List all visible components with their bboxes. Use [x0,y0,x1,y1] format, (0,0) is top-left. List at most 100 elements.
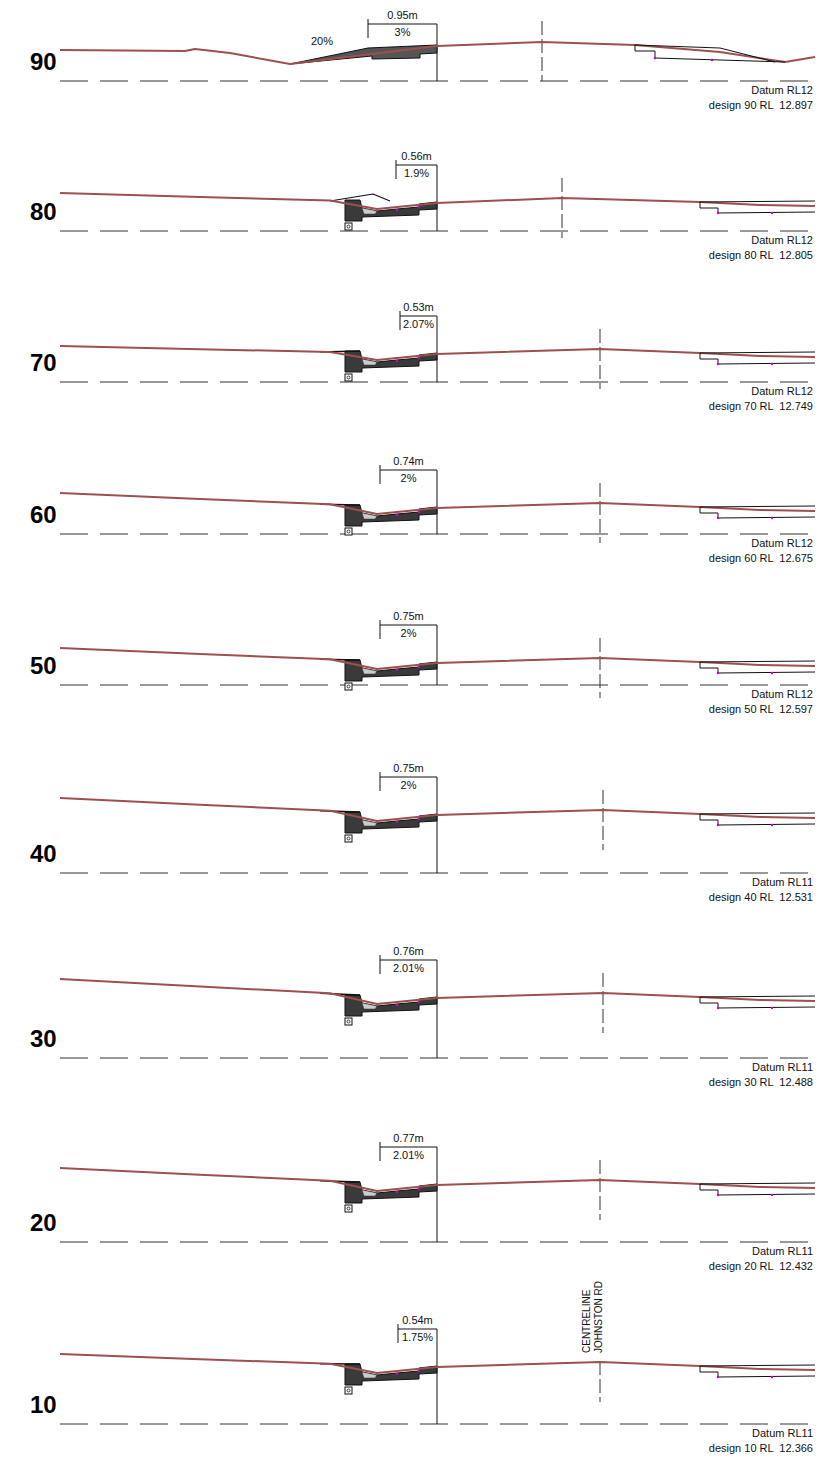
survey-point [396,360,398,362]
grade-label: 2.01% [393,1149,424,1161]
kerb-gutter [345,351,437,372]
right-kerb [700,814,815,825]
centreline [603,973,604,1033]
survey-point [396,1373,398,1375]
survey-point [771,517,773,519]
centreline [600,329,601,389]
grade-label: 2% [401,472,417,484]
centreline [603,790,604,850]
datum-label: Datum RL12 [751,537,813,549]
dimension-label: 0.56m [401,150,432,162]
dimension-label: 0.95m [387,9,418,21]
survey-point [418,666,420,668]
right-kerb [700,507,815,518]
drain-pipe [345,528,352,535]
right-kerb [700,202,815,213]
section [60,1142,815,1242]
grade-label: 20% [311,35,333,47]
design-surface [60,346,815,360]
dimension-tick [380,772,381,791]
survey-point [418,1370,420,1372]
datum-label: Datum RL11 [752,1245,813,1257]
design-level-label: design 60 RL 12.675 [709,552,813,564]
kerb-gutter [345,1364,437,1385]
survey-point [396,821,398,823]
centreline [600,1160,601,1220]
offset-line [437,777,438,873]
survey-point [396,669,398,671]
survey-point [418,818,420,820]
grade-label: 2% [401,779,417,791]
survey-point [396,514,398,516]
drain-pipe [345,1205,352,1212]
design-level-label: design 80 RL 12.805 [709,249,813,261]
chainage-number: 60 [30,503,57,527]
offset-line [437,960,438,1058]
dimension-label: 0.76m [393,945,424,957]
dimension-label: 0.75m [393,610,424,622]
dimension-tick [398,1324,399,1343]
datum-label: Datum RL12 [751,385,813,397]
dimension-line [398,1329,437,1330]
dimension-label: 0.53m [403,301,434,313]
centreline [600,638,601,698]
grade-label: 2% [401,627,417,639]
drain-pipe [347,225,350,228]
survey-point [771,212,773,214]
existing-surface [700,201,815,202]
dimension-label: 0.74m [393,455,424,467]
datum-label: Datum RL12 [751,688,813,700]
section [60,955,815,1058]
dimension-line [380,777,437,778]
existing-surface [635,45,775,62]
drain-pipe [347,685,350,688]
datum-label: Datum RL12 [751,84,813,96]
drain-pipe [345,1387,352,1394]
grade-label: 1.75% [402,1331,433,1343]
survey-point [418,357,420,359]
chainage-number: 20 [30,1211,57,1235]
dimension-line [400,316,437,317]
centreline-label: CENTRELINE JOHNSTON RD [581,1271,605,1353]
section [60,620,815,698]
chainage-number: 90 [30,50,57,74]
existing-surface [700,661,815,662]
chainage-number: 80 [30,200,57,224]
section [60,1324,815,1424]
design-surface [60,1354,815,1373]
survey-point [771,1376,773,1378]
chainage-number: 70 [30,351,57,375]
survey-point [396,1004,398,1006]
drain-pipe [345,835,352,842]
survey-point [711,59,714,62]
survey-point [771,363,773,365]
survey-point [418,1001,420,1003]
survey-point [717,1194,719,1196]
drain-pipe [345,683,352,690]
survey-point [418,206,420,208]
survey-point [771,1007,773,1009]
existing-surface [700,1365,815,1366]
design-level-label: design 10 RL 12.366 [709,1442,813,1454]
kerb-gutter [345,995,437,1016]
drain-pipe [347,1207,350,1210]
drain-pipe [345,1018,352,1025]
design-surface [60,1168,815,1191]
survey-point [396,1191,398,1193]
dimension-tick [380,1142,381,1161]
section [60,772,815,873]
existing-surface [330,194,390,201]
survey-point [396,209,398,211]
dimension-tick [400,311,401,330]
datum-label: Datum RL11 [752,876,813,888]
design-level-label: design 30 RL 12.488 [709,1076,813,1088]
design-surface [60,42,815,64]
right-kerb [700,1366,815,1377]
offset-line [437,1147,438,1242]
centreline [600,483,601,543]
existing-surface [700,506,815,507]
drain-pipe [347,837,350,840]
drain-pipe [345,223,352,230]
section [60,160,815,238]
design-surface [60,648,815,669]
